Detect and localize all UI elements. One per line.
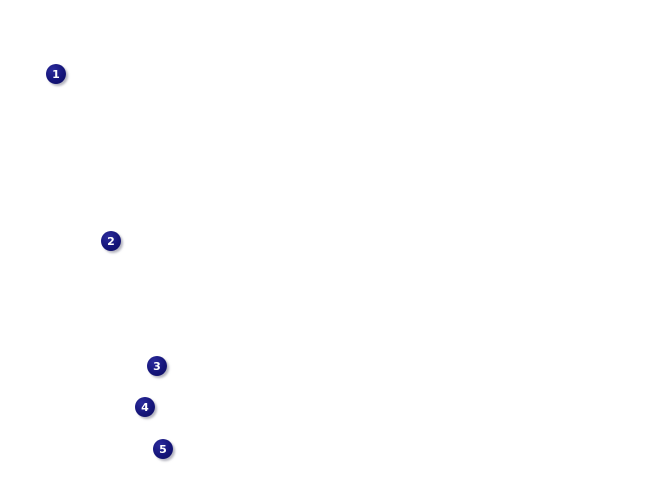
callout-marker-3: 3	[147, 356, 167, 376]
callout-marker-1: 1	[46, 64, 66, 84]
callout-marker-4: 4	[135, 397, 155, 417]
callout-marker-2: 2	[101, 231, 121, 251]
callout-marker-5: 5	[153, 439, 173, 459]
